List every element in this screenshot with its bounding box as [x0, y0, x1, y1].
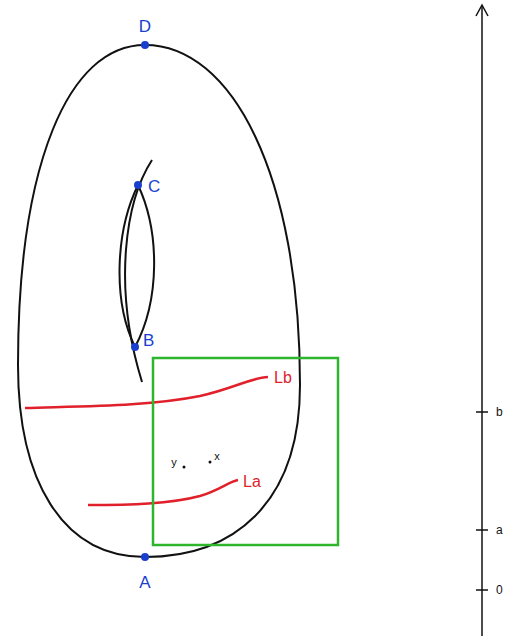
critical-point: [141, 553, 149, 561]
point-label: y: [171, 457, 177, 468]
level-label: La: [243, 474, 261, 490]
point-label: x: [214, 451, 220, 462]
torus-outline: [18, 45, 300, 557]
level-curve: [25, 377, 268, 408]
level-label: Lb: [274, 370, 292, 386]
point-label: B: [143, 332, 154, 349]
level-curve: [88, 480, 238, 505]
critical-point: [141, 41, 149, 49]
height-axis: [481, 6, 483, 636]
hole-edge: [125, 160, 152, 382]
point-label: C: [148, 178, 160, 195]
region-box: [153, 358, 338, 545]
hole-edge: [135, 185, 154, 347]
critical-point: [131, 343, 139, 351]
axis-tick: [476, 529, 488, 531]
point-label: D: [139, 18, 151, 35]
point-mark: [183, 466, 186, 469]
axis-label: a: [496, 524, 503, 536]
axis-tick: [476, 589, 488, 591]
axis-tick: [476, 411, 488, 413]
axis-label: 0: [496, 584, 503, 596]
axis-arrow: [476, 5, 488, 16]
point-label: A: [139, 574, 150, 591]
axis-label: b: [496, 406, 503, 418]
critical-point: [134, 181, 142, 189]
point-mark: [209, 461, 212, 464]
hole-edge: [120, 185, 138, 347]
